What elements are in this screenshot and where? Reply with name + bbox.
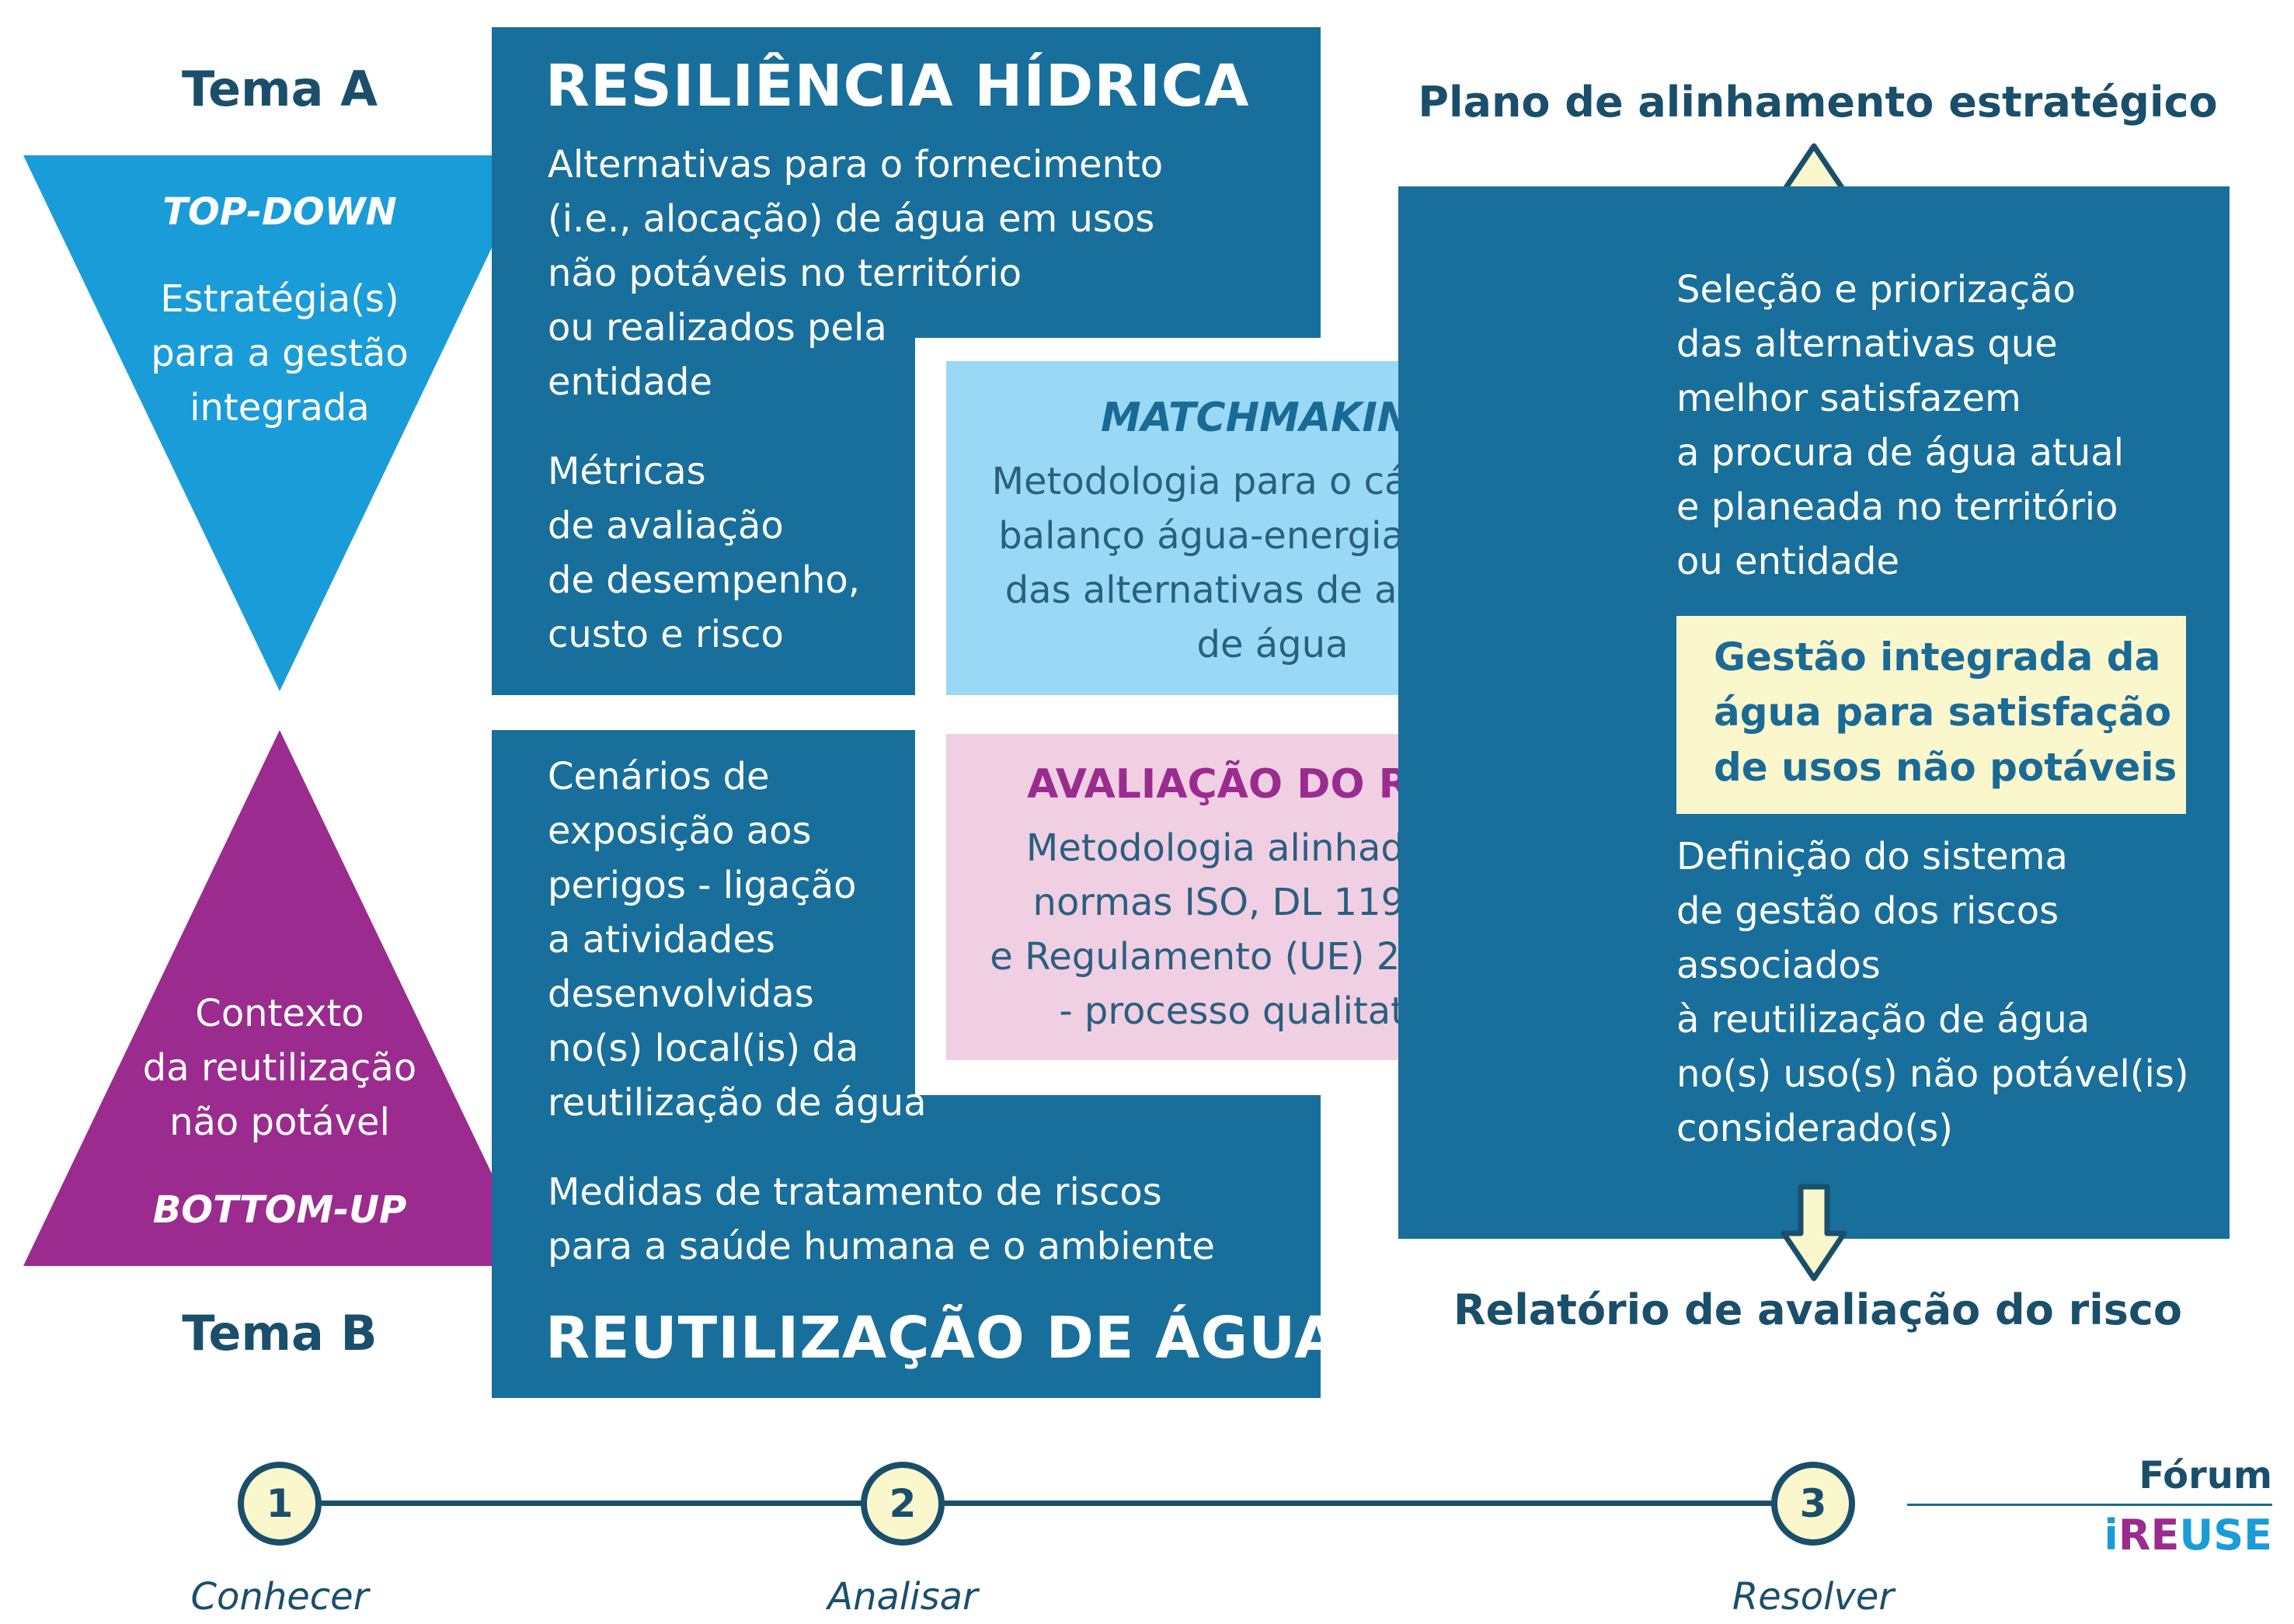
reutilizacao-text-cenarios: Cenários de exposição aos perigos - liga… bbox=[548, 755, 927, 1125]
resiliencia-text-alternativas: Alternativas para o fornecimento (i.e., … bbox=[548, 143, 1164, 404]
top-down-triangle bbox=[23, 155, 536, 691]
matchmaking-title: MATCHMAKING bbox=[1101, 395, 1444, 441]
reutilizacao-text-medidas: Medidas de tratamento de riscos para a s… bbox=[548, 1170, 1215, 1268]
bottom-up-triangle bbox=[23, 730, 536, 1266]
step-3-label: Resolver bbox=[1732, 1575, 1895, 1619]
resiliencia-text-metricas: Métricas de avaliação de desempenho, cus… bbox=[548, 450, 861, 656]
step-1-label: Conhecer bbox=[190, 1575, 369, 1619]
tema-a-label: Tema A bbox=[181, 61, 378, 117]
arrow-down-icon bbox=[1781, 1184, 1847, 1281]
tema-b-label: Tema B bbox=[182, 1305, 378, 1361]
resiliencia-panel-body bbox=[492, 338, 915, 695]
highlight-text: Gestão integrada da água para satisfação… bbox=[1714, 635, 2177, 790]
logo-ireuse-text: iREUSE bbox=[2104, 1511, 2272, 1560]
bottom-up-text: Contexto da reutilização não potável bbox=[142, 992, 417, 1144]
logo-forum-text: Fórum bbox=[2139, 1454, 2272, 1497]
logo-divider bbox=[1907, 1504, 2272, 1506]
resiliencia-panel-top bbox=[492, 27, 1321, 338]
reutilizacao-title: REUTILIZAÇÃO DE ÁGUA bbox=[545, 1305, 1340, 1372]
resiliencia-title: RESILIÊNCIA HÍDRICA bbox=[545, 53, 1250, 120]
right-text-definicao: Definição do sistema de gestão dos risco… bbox=[1676, 835, 2189, 1150]
top-down-text: Estratégia(s) para a gestão integrada bbox=[151, 277, 409, 429]
highlight-box: Gestão integrada da água para satisfação… bbox=[1676, 616, 2186, 814]
right-text-selecao: Seleção e priorização das alternativas q… bbox=[1676, 268, 2125, 583]
plano-heading: Plano de alinhamento estratégico bbox=[1418, 78, 2218, 127]
step-1-circle: 1 bbox=[238, 1462, 322, 1546]
step-2-circle: 2 bbox=[861, 1462, 945, 1546]
step-3-circle: 3 bbox=[1771, 1462, 1855, 1546]
reutilizacao-panel-bottom bbox=[492, 1095, 1321, 1398]
relatorio-heading: Relatório de avaliação do risco bbox=[1453, 1285, 2182, 1334]
step-2-label: Analisar bbox=[827, 1575, 978, 1619]
timeline-line bbox=[284, 1501, 1814, 1506]
forum-ireuse-logo: Fórum iREUSE bbox=[1907, 1454, 2272, 1560]
bottom-up-title: BOTTOM-UP bbox=[152, 1188, 407, 1232]
top-down-title: TOP-DOWN bbox=[162, 190, 397, 234]
reutilizacao-panel-body bbox=[492, 730, 915, 1095]
